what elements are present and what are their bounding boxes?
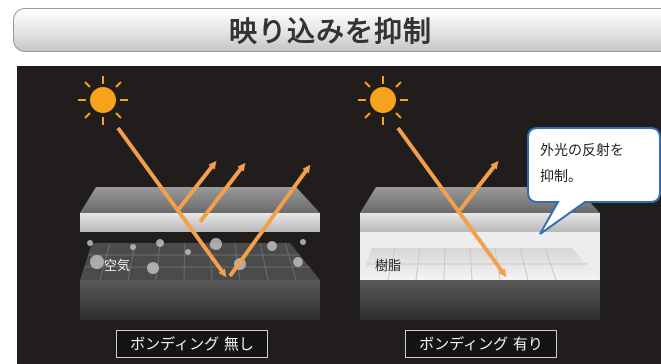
cover-glass-front-right — [360, 213, 600, 232]
caption-with-bonding: ボンディング 有り — [405, 330, 557, 358]
sun-icon-right — [358, 76, 408, 125]
incident-ray-right — [396, 126, 507, 278]
page-title: 映り込みを抑制 — [228, 15, 432, 48]
reflected-ray-2 — [198, 162, 246, 224]
sun-icon — [78, 76, 128, 125]
reflected-ray-3 — [228, 164, 311, 278]
reflected-ray-1 — [176, 160, 217, 212]
reflected-ray-right — [458, 160, 499, 212]
resin-label: 樹脂 — [375, 259, 402, 274]
cover-glass-front — [80, 213, 320, 232]
title-banner — [13, 8, 661, 52]
lcd-base-right — [360, 280, 600, 320]
left-panel — [78, 76, 320, 320]
right-panel — [358, 76, 661, 320]
lcd-base — [80, 280, 320, 320]
callout-bubble — [527, 127, 661, 235]
air-label: 空気 — [104, 259, 131, 274]
callout-line-1: 外光の反射を — [540, 143, 624, 159]
cover-glass-top — [80, 187, 320, 213]
callout-line-2: 抑制。 — [540, 169, 582, 185]
lcd-top — [80, 243, 320, 280]
incident-ray — [116, 126, 227, 278]
caption-without-bonding: ボンディング 無し — [116, 330, 268, 358]
